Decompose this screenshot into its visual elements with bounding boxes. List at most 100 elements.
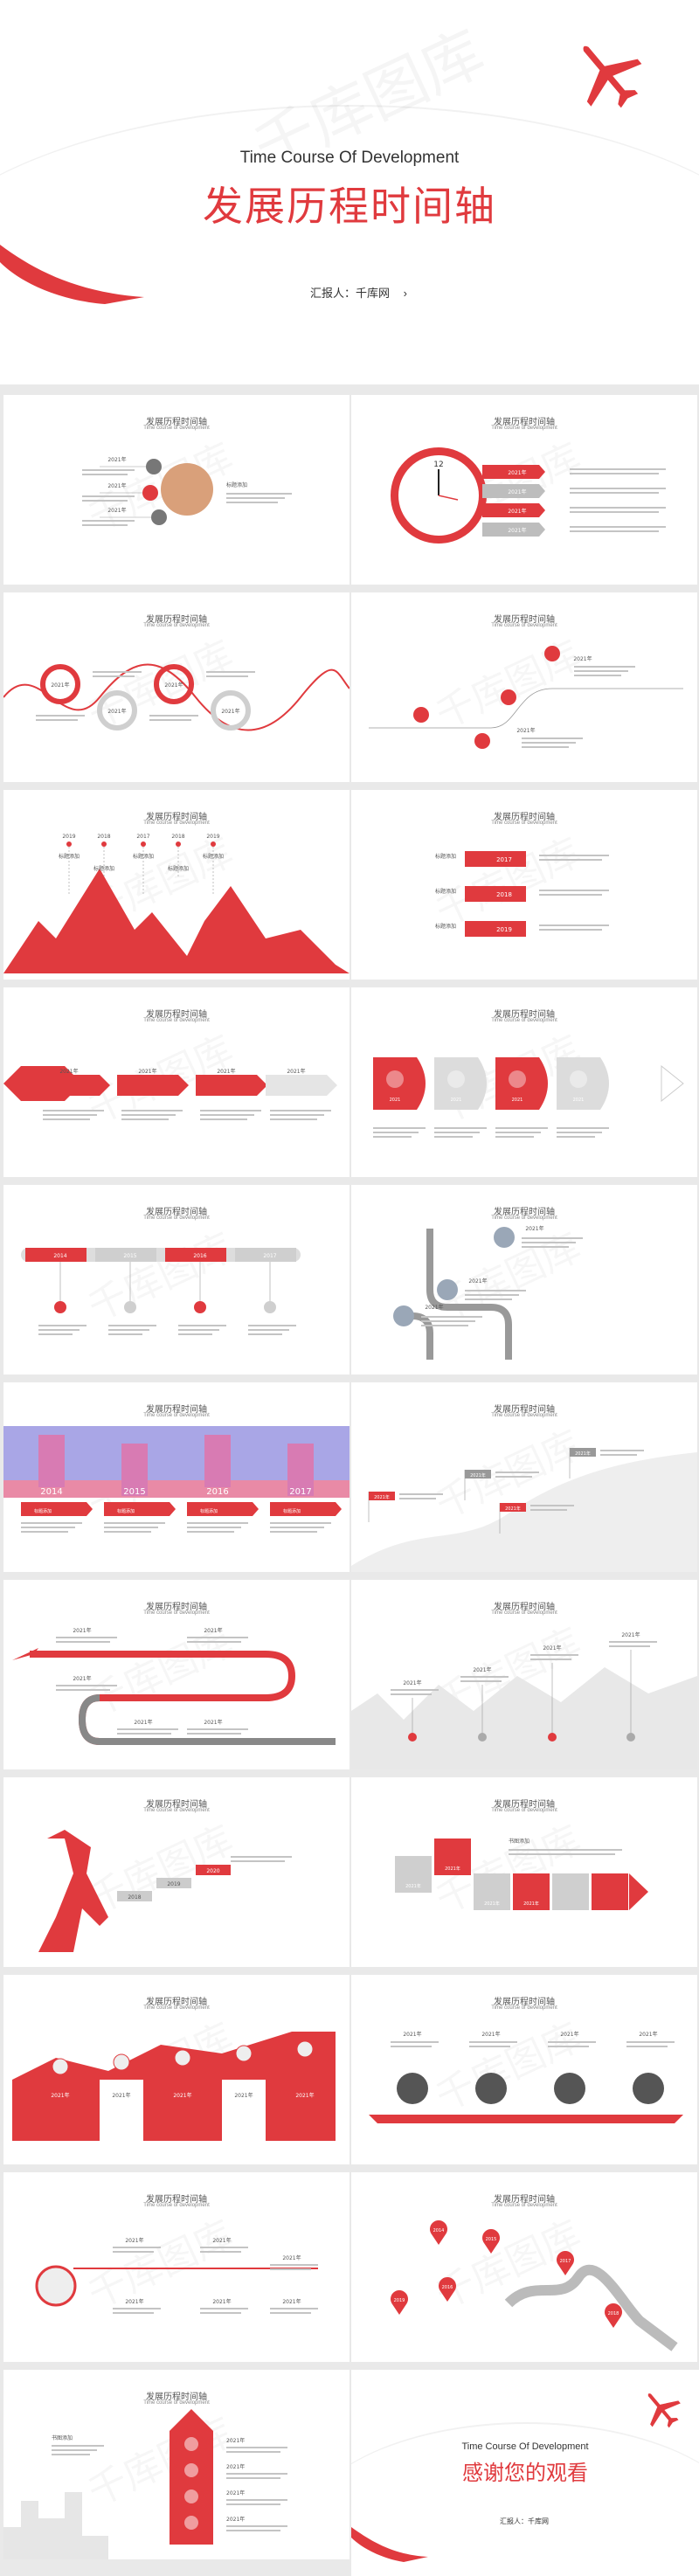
slide-thumbnail-16[interactable]: 千库图库2021年2021年2021年2021年书图添加发展历程时间轴Time …	[351, 1777, 697, 1967]
slide-thumbnail-1[interactable]: 千库图库2021年2021年2021年标题添加发展历程时间轴Time cours…	[3, 395, 350, 585]
slide-thumbnail-14[interactable]: 千库图库2021年2021年2021年2021年发展历程时间轴Time cour…	[351, 1580, 697, 1769]
slide-thumbnail-15[interactable]: 千库图库201820192020发展历程时间轴Time course of de…	[3, 1777, 350, 1967]
year-label: 2021年	[112, 2092, 130, 2099]
placeholder-text-line	[399, 1493, 443, 1495]
slide-thumbnail-13[interactable]: 千库图库2021年2021年2021年2021年2021年发展历程时间轴Time…	[3, 1580, 350, 1769]
clock-hand	[438, 495, 459, 501]
slide-subtitle: Time course of development	[491, 426, 557, 431]
slide-subtitle: Time course of development	[491, 1610, 557, 1616]
placeholder-text-line	[82, 474, 128, 475]
placeholder-text-line	[104, 1522, 165, 1524]
year-label: 2021年	[226, 2463, 245, 2470]
year-label: 2021年	[295, 2092, 314, 2099]
pencil-segment	[235, 1248, 296, 1262]
placeholder-text-line	[226, 2477, 280, 2479]
slide-thumbnail-2[interactable]: 千库图库122021年2021年2021年2021年发展历程时间轴Time co…	[351, 395, 697, 585]
slide-thumbnail-4[interactable]: 千库图库2021年2021年发展历程时间轴Time course of deve…	[351, 592, 697, 782]
placeholder-text-line	[93, 675, 135, 677]
airplane-icon	[583, 45, 642, 108]
reporter-text: 汇报人：千库网	[310, 287, 391, 300]
slide-thumbnail-20[interactable]: 千库图库201420152016201720182019发展历程时间轴Time …	[351, 2172, 697, 2362]
timeline-dot	[408, 1733, 417, 1742]
slide-thumbnail-11[interactable]: 千库图库2014标题添加2015标题添加2016标题添加2017标题添加发展历程…	[3, 1382, 350, 1572]
photo-circle	[494, 1227, 515, 1248]
placeholder-text-line	[248, 1325, 296, 1326]
placeholder-text-line	[108, 1329, 149, 1331]
placeholder-text-line	[509, 1849, 622, 1851]
slide-subtitle: Time course of development	[143, 1808, 210, 1813]
year-label: 2017	[289, 1487, 311, 1497]
year-step	[117, 1891, 152, 1901]
cover-slide[interactable]: 千库图库 Time Course Of Development 发展历程时间轴 …	[0, 0, 699, 384]
slide-thumbnail-8[interactable]: 千库图库2021202120212021发展历程时间轴Time course o…	[351, 987, 697, 1177]
year-step	[156, 1878, 191, 1888]
placeholder-text-line	[178, 1333, 212, 1335]
placeholder-text-line	[121, 1118, 169, 1120]
slide-thumbnail-12[interactable]: 千库图库2021年2021年2021年2021年发展历程时间轴Time cour…	[351, 1382, 697, 1572]
red-swoosh-decoration	[0, 245, 144, 304]
placeholder-text-line	[231, 1856, 292, 1858]
slide-thumbnail-6[interactable]: 千库图库2017标题添加2018标题添加2019标题添加发展历程时间轴Time …	[351, 790, 697, 980]
placeholder-text-line	[226, 2499, 287, 2501]
year-label: 2021年	[374, 1494, 390, 1500]
slide-thumbnail-18[interactable]: 千库图库2021年2021年2021年2021年发展历程时间轴Time cour…	[351, 1975, 697, 2164]
slide-thumbnail-17[interactable]: 千库图库2021年2021年2021年2021年2021年发展历程时间轴Time…	[3, 1975, 350, 2164]
title-label: 标题添加	[168, 865, 189, 872]
placeholder-text-line	[21, 1522, 82, 1524]
placeholder-text-line	[187, 1522, 248, 1524]
year-label: 2021	[573, 1098, 585, 1103]
snake-track	[78, 1694, 336, 1745]
slide-title: 发展历程时间轴	[146, 2195, 207, 2205]
building-shape	[121, 1444, 148, 1496]
year-label: 2021年	[59, 1068, 78, 1075]
slide-thumbnail-9[interactable]: 千库图库2014201520162017发展历程时间轴Time course o…	[3, 1185, 350, 1375]
placeholder-text-line	[548, 2041, 596, 2043]
year-label: 2021年	[282, 2254, 301, 2261]
placeholder-text-line	[373, 1127, 426, 1129]
year-label: 2021年	[470, 1472, 486, 1478]
year-label: 2021年	[125, 2298, 143, 2305]
year-label: 2021	[390, 1098, 401, 1103]
year-label: 2018	[608, 2311, 619, 2316]
placeholder-text-line	[149, 715, 198, 717]
location-pin-icon	[439, 2277, 456, 2302]
year-label: 2021年	[473, 1666, 491, 1673]
chevron-right-icon: ›	[403, 287, 407, 300]
timeline-dot	[141, 841, 146, 847]
placeholder-text-line	[117, 1728, 178, 1730]
slide-title: 发展历程时间轴	[494, 418, 555, 427]
slide-thumbnail-3[interactable]: 千库图库2021年2021年2021年2021年发展历程时间轴Time cour…	[3, 592, 350, 782]
placeholder-text-line	[509, 1853, 615, 1855]
end-slide[interactable]: Time Course Of Development 感谢您的观看 汇报人：千库…	[351, 2370, 699, 2576]
placeholder-text-line	[200, 1114, 254, 1116]
timeline-dot	[124, 1301, 136, 1313]
building-shape	[287, 1444, 314, 1496]
placeholder-text-line	[530, 1658, 571, 1660]
stage-block	[434, 1057, 487, 1110]
year-ribbon	[482, 523, 545, 537]
slide-title: 发展历程时间轴	[494, 1800, 555, 1810]
slide-title: 发展历程时间轴	[494, 1405, 555, 1415]
placeholder-text-line	[421, 1316, 482, 1318]
year-label: 2021年	[484, 1901, 500, 1907]
year-label: 2021年	[481, 2031, 500, 2038]
placeholder-text-line	[82, 524, 128, 526]
slide-thumbnail-5[interactable]: 千库图库2019标题添加2018标题添加2017标题添加2018标题添加2019…	[3, 790, 350, 980]
placeholder-text-line	[570, 492, 659, 494]
placeholder-text-line	[21, 1531, 68, 1533]
slide-thumbnail-7[interactable]: 千库图库2021年2021年2021年2021年发展历程时间轴Time cour…	[3, 987, 350, 1177]
year-label: 2021年	[226, 2489, 245, 2496]
placeholder-text-line	[108, 1333, 142, 1335]
placeholder-text-line	[270, 1114, 324, 1116]
stage-icon	[184, 2489, 198, 2503]
slide-thumbnail-10[interactable]: 千库图库2021年2021年2021年发展历程时间轴Time course of…	[351, 1185, 697, 1375]
timeline-dot	[626, 1733, 635, 1742]
slide-title: 发展历程时间轴	[494, 813, 555, 822]
slide-thumbnail-19[interactable]: 千库图库2021年2021年2021年2021年2021年2021年发展历程时间…	[3, 2172, 350, 2362]
placeholder-text-line	[570, 507, 666, 509]
slide-thumbnail-21[interactable]: 千库图库2021年2021年2021年2021年书图添加发展历程时间轴Time …	[3, 2370, 350, 2559]
